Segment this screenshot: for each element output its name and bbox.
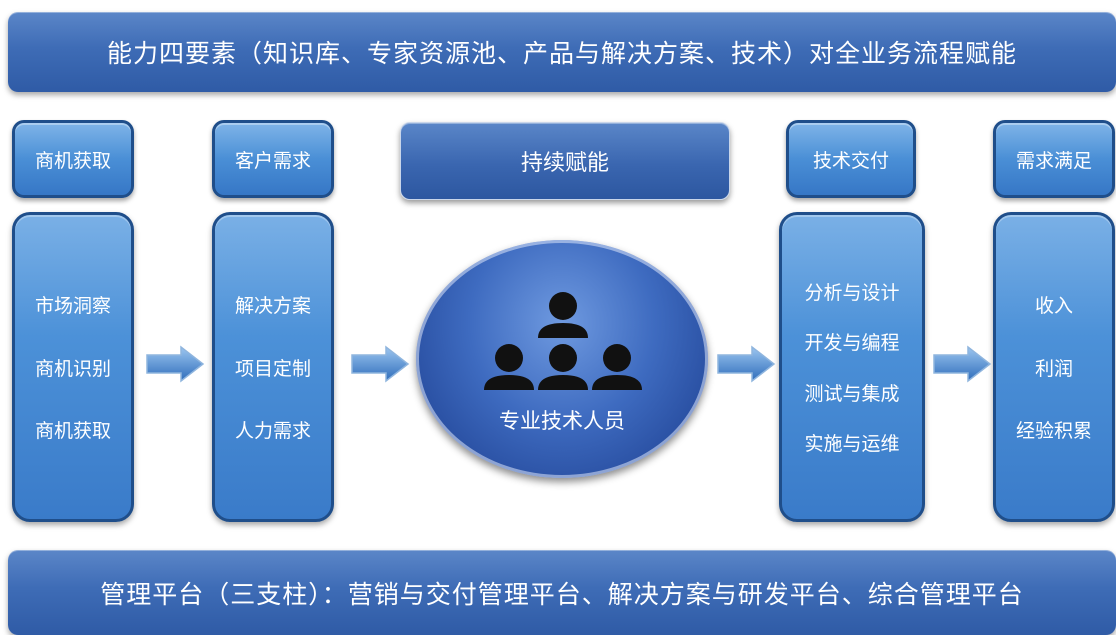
right-arrow-icon: [933, 345, 992, 383]
list-item: 项目定制: [234, 357, 311, 380]
center-header: 持续赋能: [400, 122, 730, 200]
header-tech-delivery-label: 技术交付: [812, 149, 889, 172]
list-item: 测试与集成: [804, 382, 900, 405]
right-arrow-icon: [146, 345, 205, 383]
header-tech-delivery: 技术交付: [786, 120, 916, 198]
right-arrow-icon: [351, 345, 410, 383]
column-demand-satisfied: 收入 利润 经验积累: [993, 212, 1115, 522]
column-tech-delivery: 分析与设计 开发与编程 测试与集成 实施与运维: [779, 212, 925, 522]
column-customer-demand: 解决方案 项目定制 人力需求: [212, 212, 334, 522]
list-item: 解决方案: [234, 294, 311, 317]
list-item: 分析与设计: [804, 282, 900, 305]
bottom-banner-text: 管理平台（三支柱）：营销与交付管理平台、解决方案与研发平台、综合管理平台: [100, 579, 1024, 609]
column-opportunity: 市场洞察 商机识别 商机获取: [12, 212, 134, 522]
header-demand-satisfied-label: 需求满足: [1015, 149, 1092, 172]
list-item: 商机获取: [34, 420, 111, 443]
center-header-label: 持续赋能: [520, 151, 609, 176]
header-demand-satisfied: 需求满足: [993, 120, 1115, 198]
header-customer-demand: 客户需求: [212, 120, 334, 198]
header-customer-demand-label: 客户需求: [234, 149, 311, 172]
list-item: 利润: [1034, 357, 1073, 380]
list-item: 开发与编程: [804, 332, 900, 355]
top-banner: 能力四要素（知识库、专家资源池、产品与解决方案、技术）对全业务流程赋能: [8, 12, 1116, 92]
list-item: 人力需求: [234, 420, 311, 443]
header-opportunity-label: 商机获取: [34, 149, 111, 172]
top-banner-text: 能力四要素（知识库、专家资源池、产品与解决方案、技术）对全业务流程赋能: [106, 39, 1017, 68]
list-item: 市场洞察: [34, 294, 111, 317]
list-item: 商机识别: [34, 357, 111, 380]
header-opportunity: 商机获取: [12, 120, 134, 198]
list-item: 经验积累: [1015, 420, 1092, 443]
right-arrow-icon: [717, 345, 776, 383]
circle-label: 专业技术人员: [499, 409, 625, 433]
people-group-icon: [484, 292, 642, 390]
bottom-banner: 管理平台（三支柱）：营销与交付管理平台、解决方案与研发平台、综合管理平台: [8, 550, 1116, 635]
list-item: 收入: [1034, 294, 1073, 317]
list-item: 实施与运维: [804, 432, 900, 455]
